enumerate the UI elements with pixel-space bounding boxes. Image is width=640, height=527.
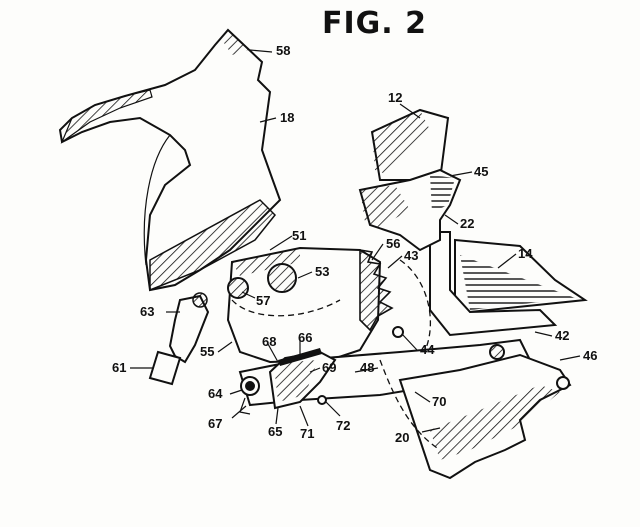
hammer-part <box>58 28 282 292</box>
ref-66: 66 <box>298 330 312 345</box>
latch-part <box>148 292 210 386</box>
ref-63: 63 <box>140 304 154 319</box>
ref-55: 55 <box>200 344 214 359</box>
ref-72: 72 <box>336 418 350 433</box>
ref-69: 69 <box>322 360 336 375</box>
gear-segment <box>359 249 432 361</box>
sear-part <box>358 168 462 252</box>
ref-42: 42 <box>555 328 569 343</box>
ref-48: 48 <box>360 360 374 375</box>
ref-57: 57 <box>256 293 270 308</box>
leader-lines <box>130 49 581 433</box>
figure-title: FIG. 2 <box>322 6 427 41</box>
ref-65: 65 <box>268 424 282 439</box>
ref-51: 51 <box>292 228 306 243</box>
ref-44: 44 <box>420 342 435 357</box>
ref-12: 12 <box>388 90 402 105</box>
ref-56: 56 <box>386 236 400 251</box>
ref-14: 14 <box>518 246 533 261</box>
ref-70: 70 <box>432 394 446 409</box>
ref-20: 20 <box>395 430 409 445</box>
ref-46: 46 <box>583 348 597 363</box>
ref-64: 64 <box>208 386 223 401</box>
ref-43: 43 <box>404 248 418 263</box>
ref-68: 68 <box>262 334 276 349</box>
lever-plate <box>226 246 382 364</box>
ref-45: 45 <box>474 164 488 179</box>
pawl-part <box>239 348 337 415</box>
ref-61: 61 <box>112 360 126 375</box>
ref-67: 67 <box>208 416 222 431</box>
reference-numerals: 58 18 12 45 22 14 51 56 43 53 57 63 42 4… <box>112 43 597 445</box>
ref-71: 71 <box>300 426 314 441</box>
ref-58: 58 <box>276 43 290 58</box>
ref-53: 53 <box>315 264 329 279</box>
ref-22: 22 <box>460 216 474 231</box>
ref-18: 18 <box>280 110 294 125</box>
frame-part <box>370 108 588 337</box>
